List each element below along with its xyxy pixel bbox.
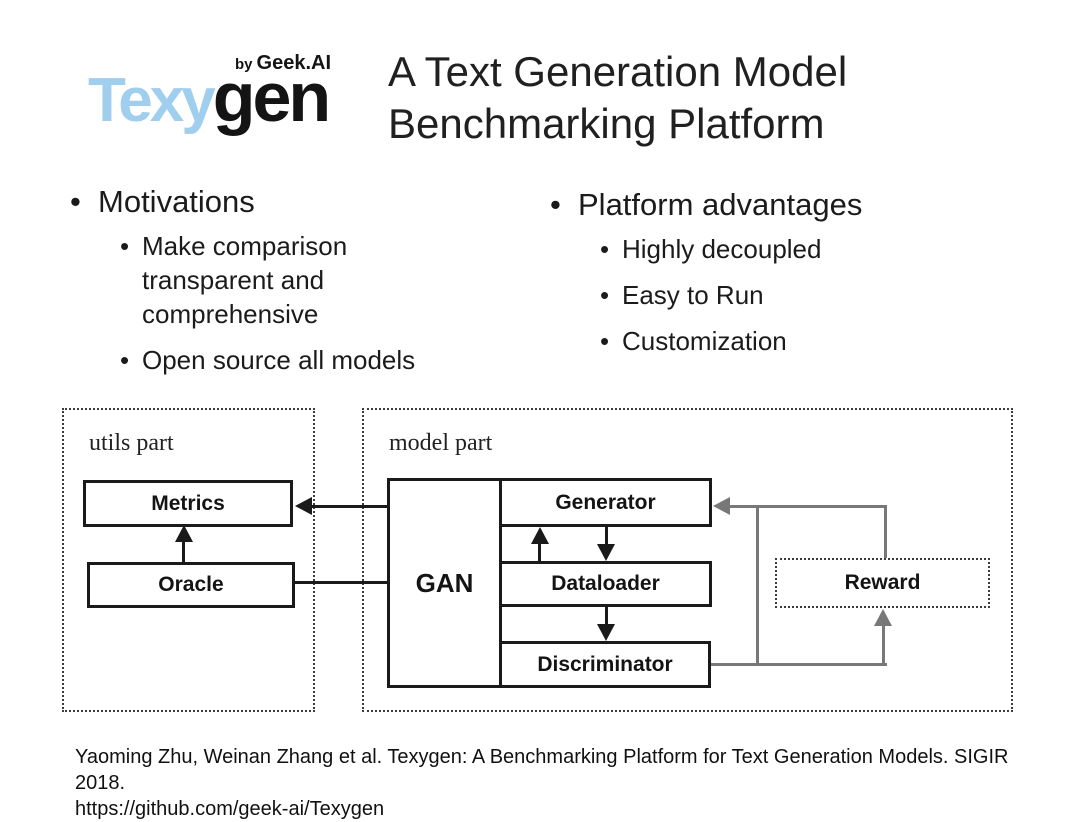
logo-by-text: by xyxy=(235,56,253,73)
bullet-icon: • xyxy=(120,345,130,375)
citation-url: https://github.com/geek-ai/Texygen xyxy=(75,798,385,820)
bullet-icon: • xyxy=(600,234,610,264)
generator-box: Generator xyxy=(499,478,712,527)
feedback-to-generator-arrowhead-icon xyxy=(713,497,730,515)
oracle-to-metrics-arrowhead-icon xyxy=(175,525,193,542)
list-item: • Customization xyxy=(600,324,990,358)
generator-label: Generator xyxy=(555,490,656,514)
logo-texy-text: Texy xyxy=(88,66,216,135)
advantages-heading: • Platform advantages xyxy=(550,186,990,224)
discriminator-label: Discriminator xyxy=(537,652,673,676)
dataloader-to-generator-arrowhead-icon xyxy=(531,527,549,544)
citation-footer: Yaoming Zhu, Weinan Zhang et al. Texygen… xyxy=(75,744,1055,822)
discriminator-box: Discriminator xyxy=(499,641,711,688)
discriminator-out-line xyxy=(711,663,887,666)
bullet-icon: • xyxy=(120,231,130,261)
dataloader-to-discriminator-arrowhead-icon xyxy=(597,624,615,641)
gan-to-metrics-arrowhead-icon xyxy=(295,497,312,515)
reward-top-vertical-line xyxy=(884,505,887,558)
oracle-to-metrics-line xyxy=(182,541,185,562)
title-line-1: A Text Generation Model xyxy=(388,48,848,95)
feedback-inner-vertical-line xyxy=(756,505,759,666)
motivation-item-1: Make comparison transparent and comprehe… xyxy=(142,231,348,329)
gan-to-metrics-line xyxy=(311,505,387,508)
motivation-item-2: Open source all models xyxy=(142,345,416,375)
advantages-section: • Platform advantages • Highly decoupled… xyxy=(550,186,990,370)
bullet-icon: • xyxy=(550,187,561,222)
list-item: • Easy to Run xyxy=(600,278,990,312)
oracle-box: Oracle xyxy=(87,562,295,608)
motivations-section: • Motivations • Make comparison transpar… xyxy=(70,183,540,389)
advantage-item-2: Easy to Run xyxy=(622,280,764,310)
metrics-box: Metrics xyxy=(83,480,293,527)
citation-text: Yaoming Zhu, Weinan Zhang et al. Texygen… xyxy=(75,746,1009,794)
bullet-icon: • xyxy=(600,280,610,310)
advantages-heading-label: Platform advantages xyxy=(578,187,863,222)
utils-part-label: utils part xyxy=(89,430,174,456)
logo-brand-text: Geek.AI xyxy=(256,52,331,74)
to-reward-arrowhead-icon xyxy=(874,609,892,626)
dataloader-label: Dataloader xyxy=(551,572,660,595)
motivations-heading: • Motivations xyxy=(70,183,540,221)
title-line-2: Benchmarking Platform xyxy=(388,100,825,147)
slide-title: A Text Generation Model Benchmarking Pla… xyxy=(388,46,928,150)
reward-label: Reward xyxy=(844,571,921,594)
gan-box: GAN xyxy=(387,478,502,688)
gan-label: GAN xyxy=(415,567,474,598)
list-item: • Highly decoupled xyxy=(600,232,990,266)
utils-part-container: utils part xyxy=(62,408,315,712)
model-part-container: model part xyxy=(362,408,1013,712)
reward-box: Reward xyxy=(775,558,990,608)
model-part-label: model part xyxy=(389,430,493,456)
feedback-top-line xyxy=(729,505,887,508)
list-item: • Open source all models xyxy=(120,343,540,377)
list-item: • Make comparison transparent and compre… xyxy=(120,229,540,331)
advantage-item-3: Customization xyxy=(622,326,787,356)
dataloader-to-discriminator-line xyxy=(605,607,608,625)
advantage-item-1: Highly decoupled xyxy=(622,234,822,264)
metrics-label: Metrics xyxy=(151,491,225,515)
motivations-heading-label: Motivations xyxy=(98,184,255,219)
logo-gen-text: gen xyxy=(212,58,331,136)
dataloader-box: Dataloader xyxy=(499,561,712,607)
bullet-icon: • xyxy=(70,184,81,219)
bullet-icon: • xyxy=(600,326,610,356)
generator-to-dataloader-arrowhead-icon xyxy=(597,544,615,561)
generator-to-dataloader-line xyxy=(605,527,608,545)
reward-bottom-vertical-line xyxy=(882,625,885,666)
dataloader-to-generator-line xyxy=(538,543,541,561)
oracle-label: Oracle xyxy=(158,573,224,596)
oracle-to-gan-line xyxy=(295,581,387,584)
